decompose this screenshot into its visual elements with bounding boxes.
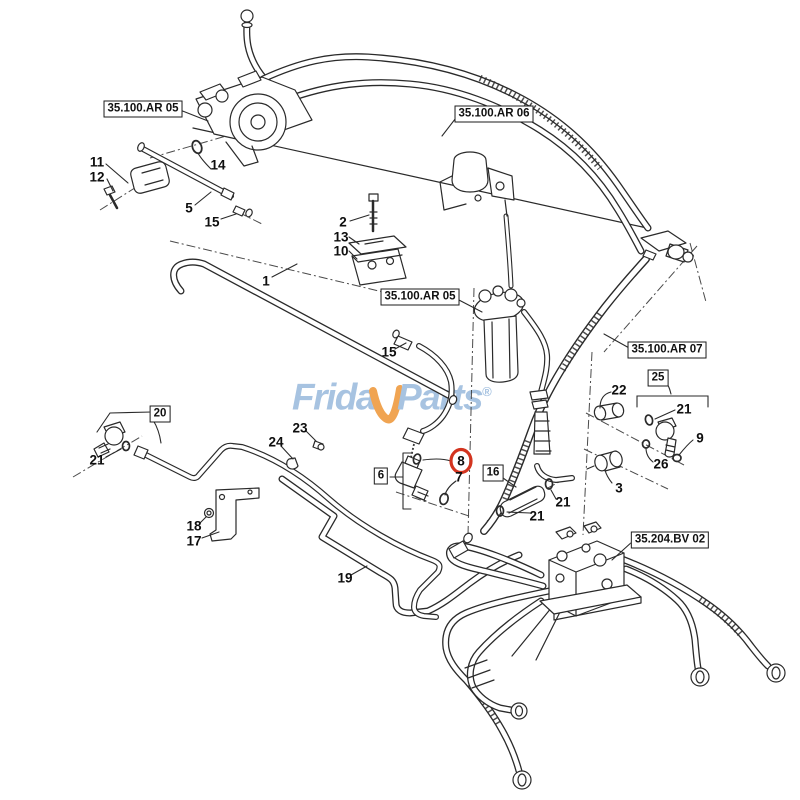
section-divider-lines	[72, 131, 707, 536]
logo-registered-mark: ®	[482, 384, 492, 399]
highlight-circle	[449, 447, 473, 475]
logo-text-parts: Parts	[396, 376, 484, 418]
components	[93, 9, 786, 790]
logo-text-frida: Frida	[292, 376, 376, 418]
fridayparts-logo: Frida Parts®	[292, 372, 492, 423]
logo-check-icon	[368, 384, 402, 423]
leader-lines	[96, 109, 709, 576]
